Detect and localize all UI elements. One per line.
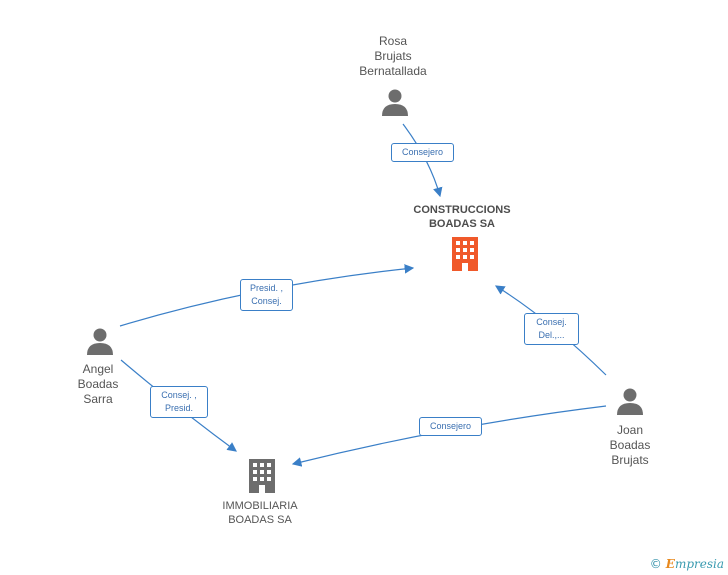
person-icon[interactable] (381, 88, 409, 116)
edge-label-rosa-construccions[interactable]: Consejero (391, 143, 454, 162)
edge-label-joan-immobiliaria[interactable]: Consejero (419, 417, 482, 436)
person-name-joan: Joan Boadas Brujats (609, 423, 651, 467)
person-name-angel: Angel Boadas Sarra (77, 362, 119, 406)
edge-label-joan-construccions[interactable]: Consej. Del.,... (524, 313, 579, 345)
brand-watermark: ©Empresia (649, 557, 724, 571)
company-name-immobiliaria: IMMOBILIARIA BOADAS SA (222, 500, 298, 526)
building-icon[interactable] (246, 459, 278, 493)
person-name-rosa: Rosa Brujats Bernatallada (359, 34, 427, 78)
person-icon[interactable] (616, 387, 644, 415)
edge-label-angel-construccions[interactable]: Presid. , Consej. (240, 279, 293, 311)
person-icon[interactable] (86, 327, 114, 355)
building-icon[interactable] (449, 237, 481, 271)
company-name-construccions: CONSTRUCCIONS BOADAS SA (413, 204, 511, 230)
copyright-icon: © (649, 557, 662, 571)
edge-label-angel-immobiliaria[interactable]: Consej. , Presid. (150, 386, 208, 418)
